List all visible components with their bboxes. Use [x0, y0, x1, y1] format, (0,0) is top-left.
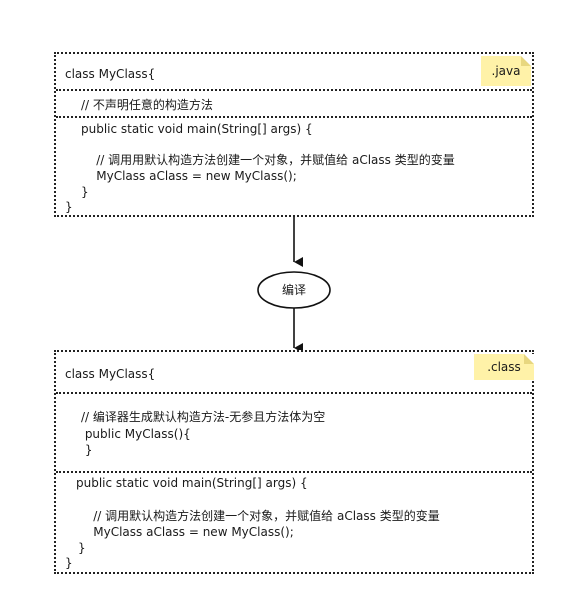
java-main-line-5: }	[81, 185, 89, 199]
class-file-tag: .class	[474, 354, 534, 380]
class-constructor-close: }	[81, 443, 93, 457]
class-main-line-3: // 调用默认构造方法创建一个对象，并赋值给 aClass 类型的变量	[78, 509, 440, 523]
class-main-line-4: MyClass aClass = new MyClass();	[78, 525, 294, 539]
compile-label: 编译	[281, 283, 306, 297]
java-main-line-4: MyClass aClass = new MyClass();	[81, 169, 297, 183]
class-main-line-5: }	[78, 541, 86, 555]
class-divider-2	[56, 471, 532, 473]
java-class-header: class MyClass{	[65, 67, 156, 81]
java-file-tag: .java	[481, 56, 531, 86]
class-constructor-signature: public MyClass(){	[81, 427, 191, 441]
class-main-line-6: }	[65, 556, 73, 570]
java-comment-no-constructor: // 不声明任意的构造方法	[81, 98, 213, 112]
java-main-line-1: public static void main(String[] args) {	[81, 122, 313, 136]
class-divider-1	[56, 392, 532, 394]
java-main-line-3: // 调用用默认构造方法创建一个对象，并赋值给 aClass 类型的变量	[81, 153, 455, 167]
java-source-box: .java class MyClass{ // 不声明任意的构造方法 publi…	[54, 52, 534, 217]
class-class-header: class MyClass{	[65, 367, 156, 381]
java-divider-1	[56, 89, 532, 91]
class-bytecode-box: .class class MyClass{ // 编译器生成默认构造方法-无参且…	[54, 350, 534, 574]
java-divider-2	[56, 116, 532, 118]
class-constructor-comment: // 编译器生成默认构造方法-无参且方法体为空	[81, 410, 326, 424]
java-main-line-6: }	[65, 200, 73, 214]
class-main-line-1: public static void main(String[] args) {	[76, 476, 308, 490]
note-fold-icon	[524, 354, 534, 364]
class-file-tag-label: .class	[487, 360, 521, 374]
java-file-tag-label: .java	[491, 64, 521, 78]
